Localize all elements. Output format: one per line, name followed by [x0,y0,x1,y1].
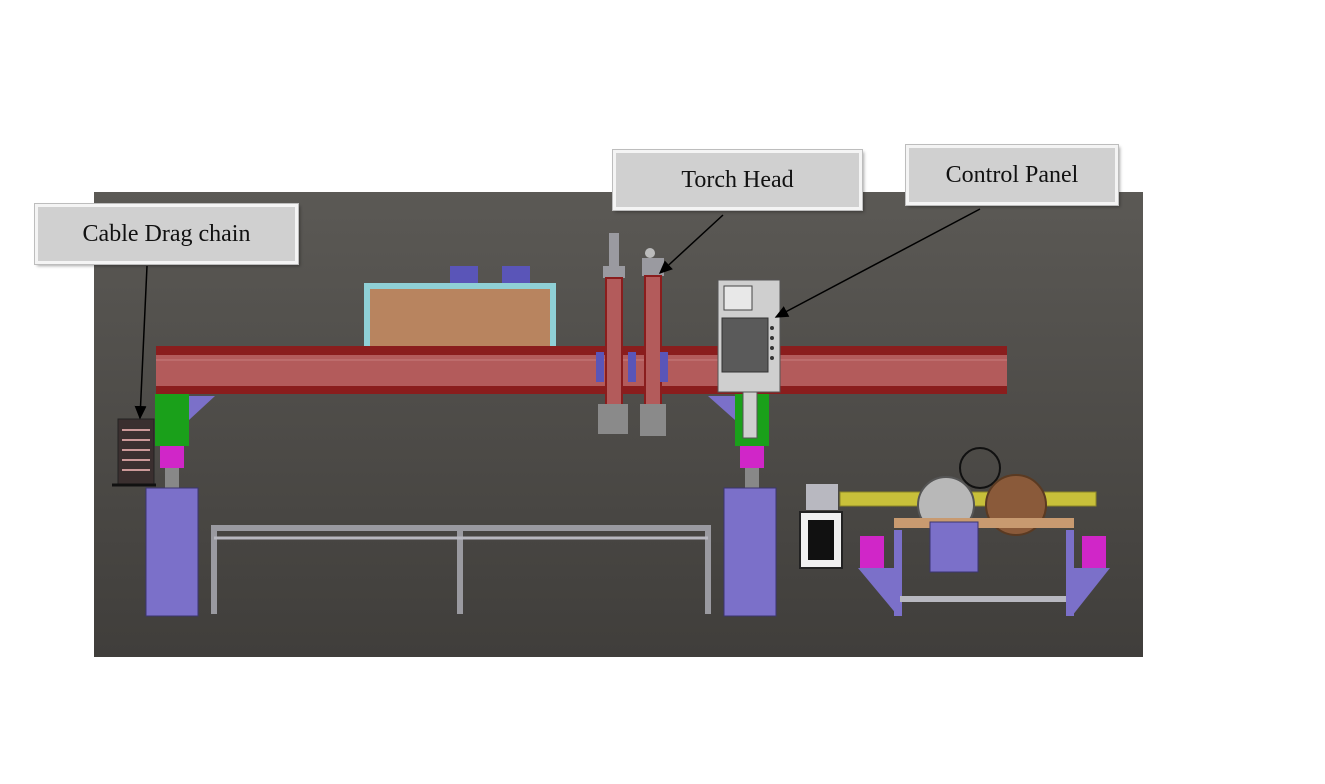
label-control-panel: Control Panel [906,145,1118,205]
label-cable-drag-chain: Cable Drag chain [35,204,298,264]
arrow-cable-drag-chain [134,265,148,420]
cutting-table [211,525,711,614]
electrical-cabinet [364,266,556,351]
right-carriage [708,394,777,617]
arrow-control-panel [774,208,981,318]
label-torch-head: Torch Head [613,150,862,210]
left-carriage [145,394,215,617]
arrow-torch-head [658,214,724,275]
gantry-beam [156,346,1007,394]
torch-head-assembly [596,233,668,436]
cable-drag-chain [112,418,156,487]
roller-station [799,447,1110,616]
leader-arrows [134,208,981,420]
control-panel-unit [717,279,781,439]
